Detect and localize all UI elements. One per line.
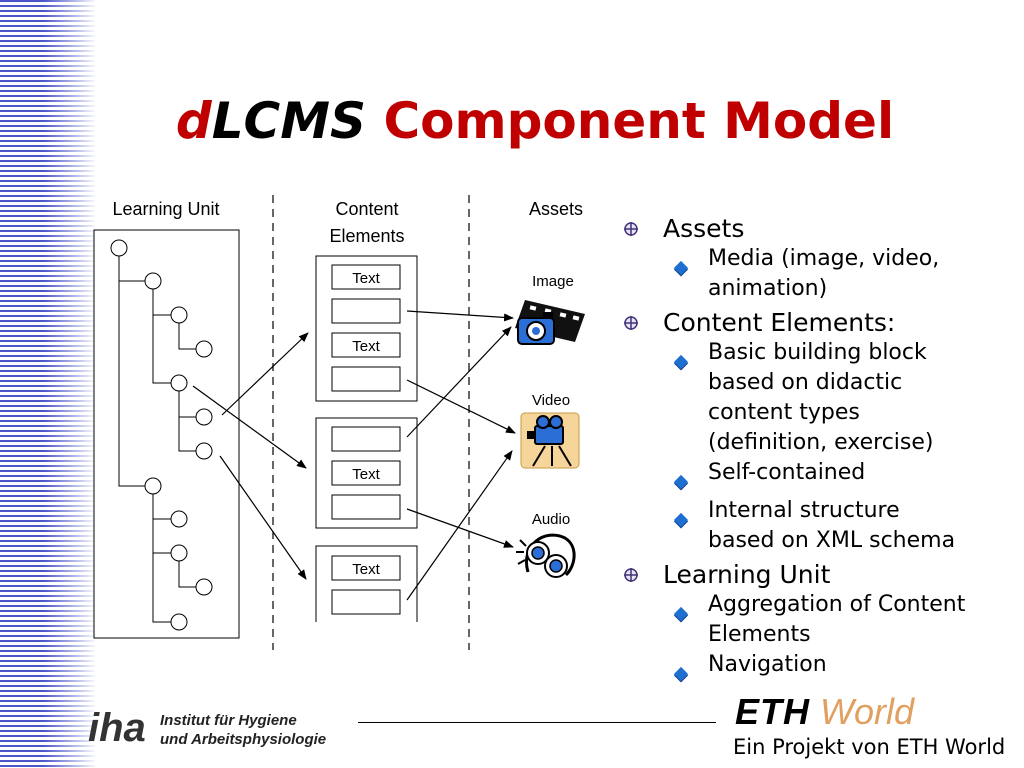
asset-slot xyxy=(331,494,401,520)
arrow-slot-to-audio xyxy=(406,508,514,548)
tree-node xyxy=(195,340,213,358)
iha-institute-name: Institut für Hygiene und Arbeitsphysiolo… xyxy=(160,711,326,749)
sub-bullet-item: Self-contained xyxy=(623,458,1023,496)
tree-node xyxy=(170,613,188,631)
eth-tagline: Ein Projekt von ETH World xyxy=(733,735,1006,759)
title-rest: Component Model xyxy=(383,92,895,150)
tree-node xyxy=(195,578,213,596)
bullet-item: Assets xyxy=(623,213,1023,244)
eth-logo-world: World xyxy=(820,691,915,732)
sub-bullet-item: Navigation xyxy=(623,650,1023,688)
tree-node xyxy=(170,510,188,528)
footer-divider xyxy=(358,722,716,723)
sub-bullet-line: based on XML schema xyxy=(708,528,956,553)
iha-line1: Institut für Hygiene xyxy=(160,712,297,729)
asset-slot xyxy=(331,426,401,452)
blue-diamond-bullet-icon xyxy=(673,354,689,370)
bullet-text: Assets xyxy=(663,214,745,243)
sub-bullet-item: Internal structure based on XML schema xyxy=(623,496,1023,556)
sub-bullet-line: Self-contained xyxy=(708,460,866,485)
content-element-group-1: Text Text xyxy=(315,255,418,402)
asset-slot xyxy=(331,298,401,324)
blue-diamond-bullet-icon xyxy=(673,260,689,276)
header-content-line1: Content xyxy=(335,199,398,219)
arrow-slot-to-video xyxy=(406,379,516,434)
sub-bullet-item: Media (image, video, animation) xyxy=(623,244,1023,304)
eth-logo-bold: ETH xyxy=(735,691,810,732)
tree-node xyxy=(170,306,188,324)
asset-label-audio: Audio xyxy=(532,511,570,528)
image-asset-icon xyxy=(515,300,585,345)
bullet-text: Learning Unit xyxy=(663,560,831,589)
header-assets: Assets xyxy=(529,199,583,219)
audio-asset-icon xyxy=(516,533,576,578)
tree-node xyxy=(144,272,162,290)
text-box-label: Text xyxy=(352,270,380,287)
sub-bullet-line: based on didactic xyxy=(708,370,903,395)
slide-title: dLCMS Component Model xyxy=(95,88,975,154)
tree-node xyxy=(170,544,188,562)
arrow-slot-to-image xyxy=(406,326,512,438)
blue-diamond-bullet-icon xyxy=(673,666,689,682)
connection-arrows xyxy=(192,310,516,601)
learning-unit-tree xyxy=(93,229,240,639)
blue-diamond-bullet-icon xyxy=(673,474,689,490)
bullet-item: Content Elements: xyxy=(623,307,1023,338)
arrow-tree-to-group2 xyxy=(192,385,307,469)
arrow-tree-to-group1 xyxy=(221,332,309,416)
title-prefix: d xyxy=(175,92,212,150)
text-box-label: Text xyxy=(352,561,380,578)
crosshair-circle-bullet-icon xyxy=(623,307,663,331)
left-stripe-decoration xyxy=(0,0,95,768)
tree-node xyxy=(170,374,188,392)
content-element-group-2: Text xyxy=(315,417,418,529)
header-content-line2: Elements xyxy=(329,226,404,246)
tree-node-root xyxy=(110,239,128,257)
arrow-slot-to-image xyxy=(406,310,514,322)
tree-node xyxy=(195,442,213,460)
sub-bullet-line: Elements xyxy=(708,622,811,647)
iha-line2: und Arbeitsphysiologie xyxy=(160,731,327,748)
tree-node xyxy=(144,477,162,495)
bullet-list: Assets Media (image, video, animation) Co… xyxy=(623,210,1023,688)
blue-diamond-bullet-icon xyxy=(673,606,689,622)
sub-bullet-line: Media (image, video, xyxy=(708,246,940,271)
asset-slot xyxy=(331,366,401,392)
blue-diamond-bullet-icon xyxy=(673,512,689,528)
iha-logo: iha xyxy=(88,706,146,750)
sub-bullet-line: animation) xyxy=(708,276,828,301)
sub-bullet-line: Aggregation of Content xyxy=(708,592,966,617)
asset-label-image: Image xyxy=(532,273,574,290)
sub-bullet-line: Internal structure xyxy=(708,498,900,523)
text-box-label: Text xyxy=(352,466,380,483)
tree-node xyxy=(195,408,213,426)
title-main: LCMS xyxy=(211,92,367,150)
arrow-tree-to-group3 xyxy=(219,455,307,580)
content-element-group-3: Text xyxy=(315,545,418,622)
header-learning-unit: Learning Unit xyxy=(112,199,219,219)
crosshair-circle-bullet-icon xyxy=(623,213,663,237)
asset-label-video: Video xyxy=(532,392,570,409)
sub-bullet-line: (definition, exercise) xyxy=(708,430,934,455)
sub-bullet-line: Basic building block xyxy=(708,340,927,365)
eth-world-logo: ETH World xyxy=(735,692,914,732)
sub-bullet-line: Navigation xyxy=(708,652,827,677)
sub-bullet-item: Basic building block based on didactic con… xyxy=(623,338,1023,458)
sub-bullet-line: content types xyxy=(708,400,860,425)
video-asset-icon xyxy=(520,412,580,469)
crosshair-circle-bullet-icon xyxy=(623,559,663,583)
arrow-slot-to-video xyxy=(406,450,513,601)
bullet-item: Learning Unit xyxy=(623,559,1023,590)
text-box-label: Text xyxy=(352,338,380,355)
asset-slot xyxy=(331,589,401,615)
bullet-text: Content Elements: xyxy=(663,308,896,337)
